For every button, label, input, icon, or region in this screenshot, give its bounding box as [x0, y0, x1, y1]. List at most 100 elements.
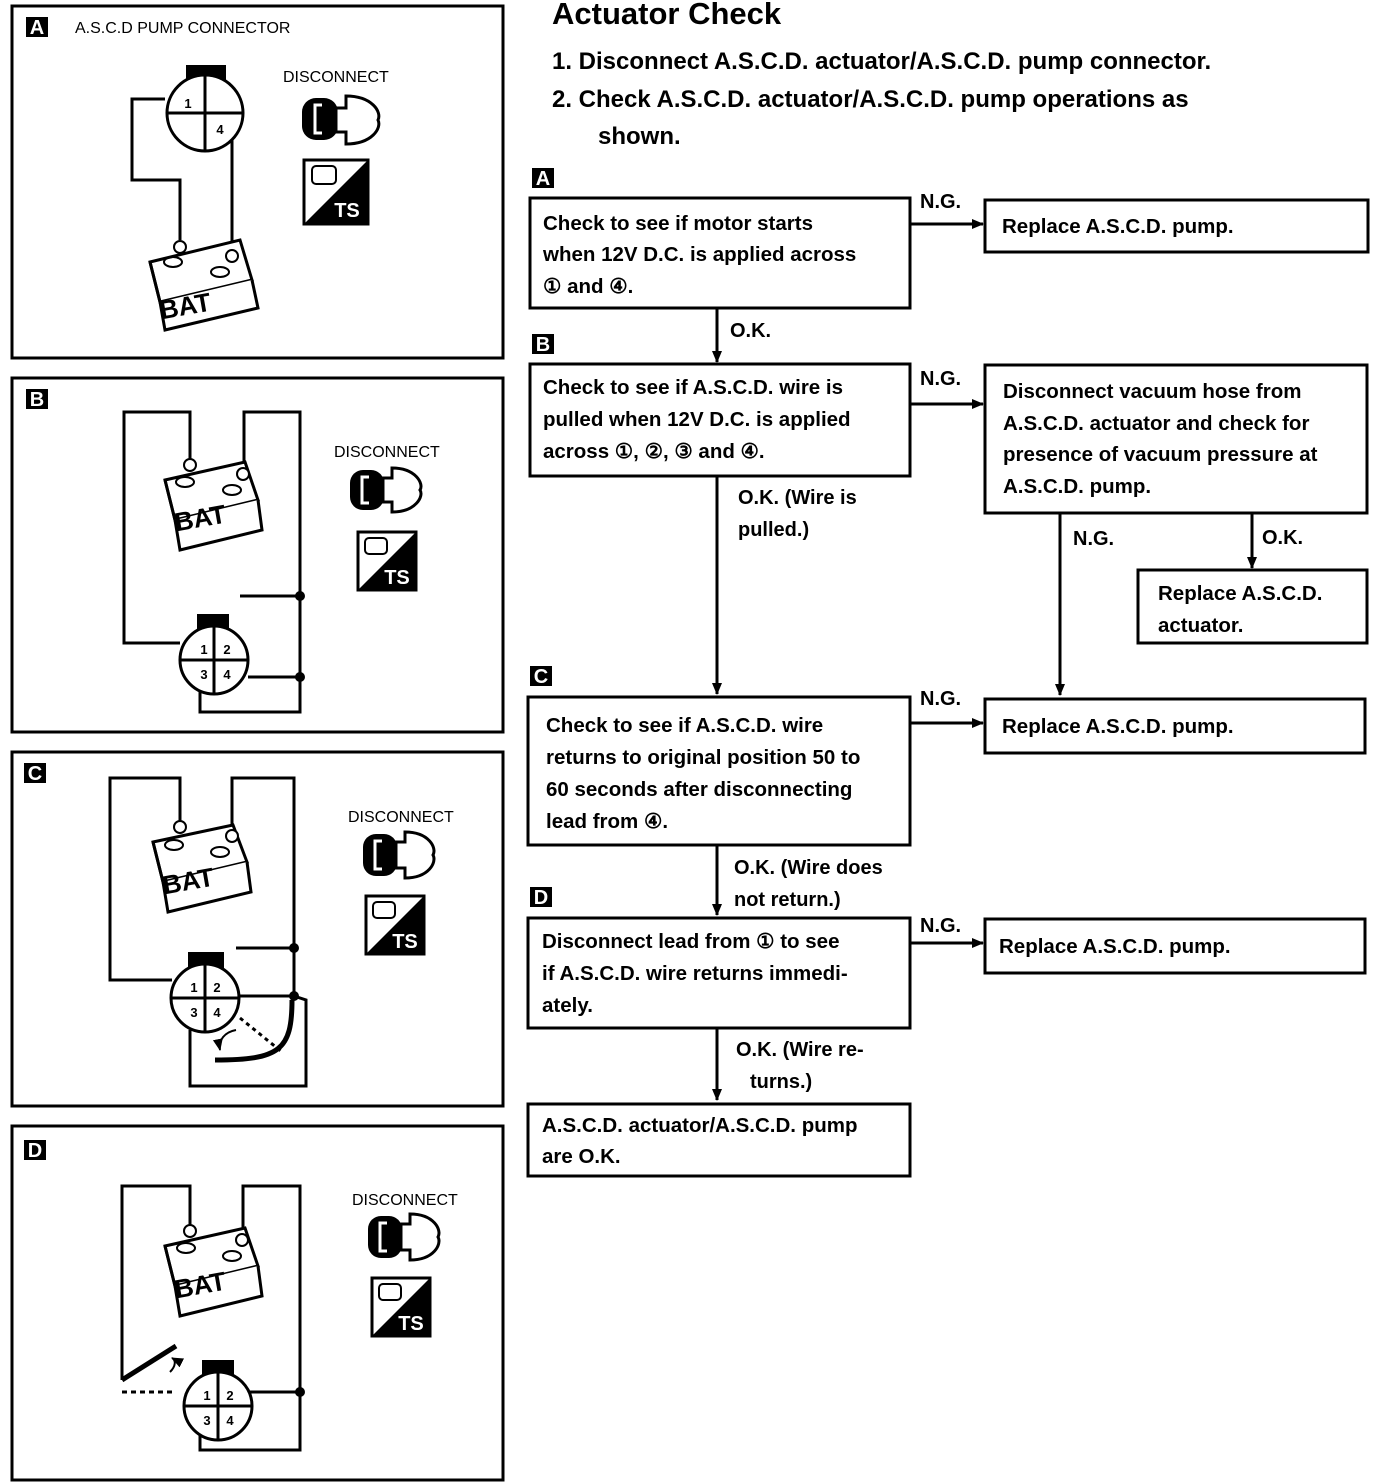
- panel-d-letter: D: [28, 1140, 42, 1162]
- svg-text:presence of vacuum pressure at: presence of vacuum pressure at: [1003, 443, 1318, 466]
- svg-text:Disconnect vacuum hose from: Disconnect vacuum hose from: [1003, 380, 1301, 403]
- pump-connector-a: 1 4: [165, 65, 245, 153]
- ok-label-a: O.K.: [730, 320, 771, 342]
- ok-label-c: not return.): [734, 889, 841, 911]
- pin-label: 4: [216, 122, 224, 137]
- svg-text:returns to original position 5: returns to original position 50 to: [546, 746, 860, 769]
- panel-c-letter: C: [28, 763, 42, 785]
- svg-text:A.S.C.D. pump.: A.S.C.D. pump.: [1003, 475, 1151, 498]
- ok-label-d: O.K. (Wire re-: [736, 1039, 864, 1061]
- ts-label: TS: [398, 1313, 424, 1335]
- svg-text:C: C: [534, 666, 548, 688]
- svg-text:when 12V D.C. is applied acros: when 12V D.C. is applied across: [542, 243, 856, 266]
- svg-text:60 seconds after disconnecting: 60 seconds after disconnecting: [546, 778, 852, 801]
- step-2: 2. Check A.S.C.D. actuator/A.S.C.D. pump…: [552, 86, 1189, 113]
- panel-b-letter: B: [30, 389, 44, 411]
- ts-label: TS: [334, 200, 360, 222]
- ts-label: TS: [392, 931, 418, 953]
- ng-label-a: N.G.: [920, 191, 961, 213]
- battery-a: BAT: [148, 238, 260, 332]
- svg-text:Replace A.S.C.D. pump.: Replace A.S.C.D. pump.: [1002, 215, 1234, 238]
- flow-box-step-a: Check to see if motor starts when 12V D.…: [528, 196, 912, 310]
- svg-text:Replace A.S.C.D. pump.: Replace A.S.C.D. pump.: [999, 935, 1231, 958]
- flow-box-replace-pump-d: Replace A.S.C.D. pump.: [983, 917, 1367, 975]
- step-2-continued: shown.: [598, 123, 681, 150]
- svg-text:Replace A.S.C.D.: Replace A.S.C.D.: [1158, 582, 1322, 605]
- panel-a-letter: A: [30, 17, 44, 39]
- flow-letter-c: C: [530, 666, 552, 688]
- svg-text:A.S.C.D. actuator/A.S.C.D. pum: A.S.C.D. actuator/A.S.C.D. pump: [542, 1114, 858, 1137]
- disconnect-label: DISCONNECT: [334, 444, 440, 461]
- pump-connector-c: 1 2 3 4: [169, 952, 241, 1034]
- disconnect-label: DISCONNECT: [283, 69, 389, 86]
- battery-d: BAT: [163, 1224, 264, 1318]
- panel-a-title: A.S.C.D PUMP CONNECTOR: [75, 20, 290, 37]
- pin-label: 1: [200, 642, 207, 657]
- ts-service-icon: TS: [370, 1276, 432, 1338]
- panel-c: C BAT 1 2 3 4 DISCONNECT: [10, 750, 505, 1108]
- flow-box-replace-actuator: Replace A.S.C.D. actuator.: [1136, 568, 1369, 645]
- disconnect-label: DISCONNECT: [352, 1192, 458, 1209]
- pin-label: 3: [190, 1005, 197, 1020]
- pin-label: 1: [190, 980, 197, 995]
- pin-label: 4: [226, 1413, 234, 1428]
- ng-label-c: N.G.: [920, 688, 961, 710]
- pin-label: 2: [223, 642, 230, 657]
- pin-label: 3: [200, 667, 207, 682]
- pump-connector-d: 1 2 3 4: [182, 1360, 254, 1442]
- ng-label-d: N.G.: [920, 915, 961, 937]
- ng-label-b: N.G.: [920, 368, 961, 390]
- pin-label: 1: [184, 96, 191, 111]
- ok-label-b: pulled.): [738, 519, 809, 541]
- pin-label: 1: [203, 1388, 210, 1403]
- ok-label-vacuum: O.K.: [1262, 527, 1303, 549]
- battery-b: BAT: [163, 458, 264, 552]
- ok-label-c: O.K. (Wire does: [734, 857, 883, 879]
- panel-a-letter-box: [26, 17, 48, 37]
- flow-box-step-b: Check to see if A.S.C.D. wire is pulled …: [528, 362, 912, 478]
- pin-label: 2: [226, 1388, 233, 1403]
- pin-label: 4: [223, 667, 231, 682]
- panel-d: D BAT 1 2 3 4 DISCONNECT: [10, 1124, 505, 1482]
- pump-connector-b: 1 2 3 4: [178, 614, 250, 696]
- svg-text:Disconnect lead from ① to see: Disconnect lead from ① to see: [542, 930, 839, 953]
- svg-text:pulled when 12V D.C. is applie: pulled when 12V D.C. is applied: [543, 408, 851, 431]
- battery-c: BAT: [151, 820, 253, 914]
- svg-text:across ①, ②, ③ and ④.: across ①, ②, ③ and ④.: [543, 440, 765, 463]
- flow-box-replace-pump-a: Replace A.S.C.D. pump.: [983, 198, 1370, 254]
- pin-label: 2: [213, 980, 220, 995]
- step-1: 1. Disconnect A.S.C.D. actuator/A.S.C.D.…: [552, 48, 1211, 75]
- svg-text:Replace A.S.C.D. pump.: Replace A.S.C.D. pump.: [1002, 715, 1234, 738]
- pin-label: 4: [213, 1005, 221, 1020]
- section-title: Actuator Check: [552, 0, 782, 31]
- svg-text:actuator.: actuator.: [1158, 614, 1243, 637]
- panel-a: A A.S.C.D PUMP CONNECTOR 1 4 BAT DISCONN…: [10, 4, 505, 360]
- svg-text:B: B: [536, 334, 550, 356]
- pin-label: 3: [203, 1413, 210, 1428]
- flow-box-step-d: Disconnect lead from ① to see if A.S.C.D…: [526, 916, 912, 1030]
- svg-text:Check to see if A.S.C.D. wire: Check to see if A.S.C.D. wire: [546, 714, 823, 737]
- svg-text:if A.S.C.D. wire returns immed: if A.S.C.D. wire returns immedi-: [542, 962, 848, 985]
- ok-label-b: O.K. (Wire is: [738, 487, 857, 509]
- svg-text:D: D: [534, 887, 548, 909]
- svg-text:are O.K.: are O.K.: [542, 1145, 621, 1168]
- disconnect-label: DISCONNECT: [348, 809, 454, 826]
- flow-box-step-c: Check to see if A.S.C.D. wire returns to…: [526, 695, 912, 847]
- flow-box-replace-pump-c: Replace A.S.C.D. pump.: [983, 697, 1367, 755]
- flow-letter-b: B: [532, 334, 554, 356]
- ng-label-vacuum: N.G.: [1073, 528, 1114, 550]
- svg-text:lead from ④.: lead from ④.: [546, 810, 668, 833]
- flow-box-result: A.S.C.D. actuator/A.S.C.D. pump are O.K.: [526, 1102, 912, 1178]
- ts-service-icon: TS: [356, 530, 418, 592]
- ts-service-icon: TS: [364, 894, 426, 956]
- disconnect-icon: [350, 466, 423, 514]
- disconnect-icon: [302, 94, 381, 146]
- ts-label: TS: [384, 567, 410, 589]
- disconnect-icon: [368, 1212, 441, 1262]
- panel-b: B BAT 1 2 3 4 DISCONNECT: [10, 376, 505, 734]
- svg-text:Check to see if A.S.C.D. wire: Check to see if A.S.C.D. wire is: [543, 376, 843, 399]
- svg-text:Check to see if motor starts: Check to see if motor starts: [543, 212, 813, 235]
- flow-letter-a: A: [532, 168, 554, 190]
- flow-box-check-vacuum: Disconnect vacuum hose from A.S.C.D. act…: [983, 363, 1369, 515]
